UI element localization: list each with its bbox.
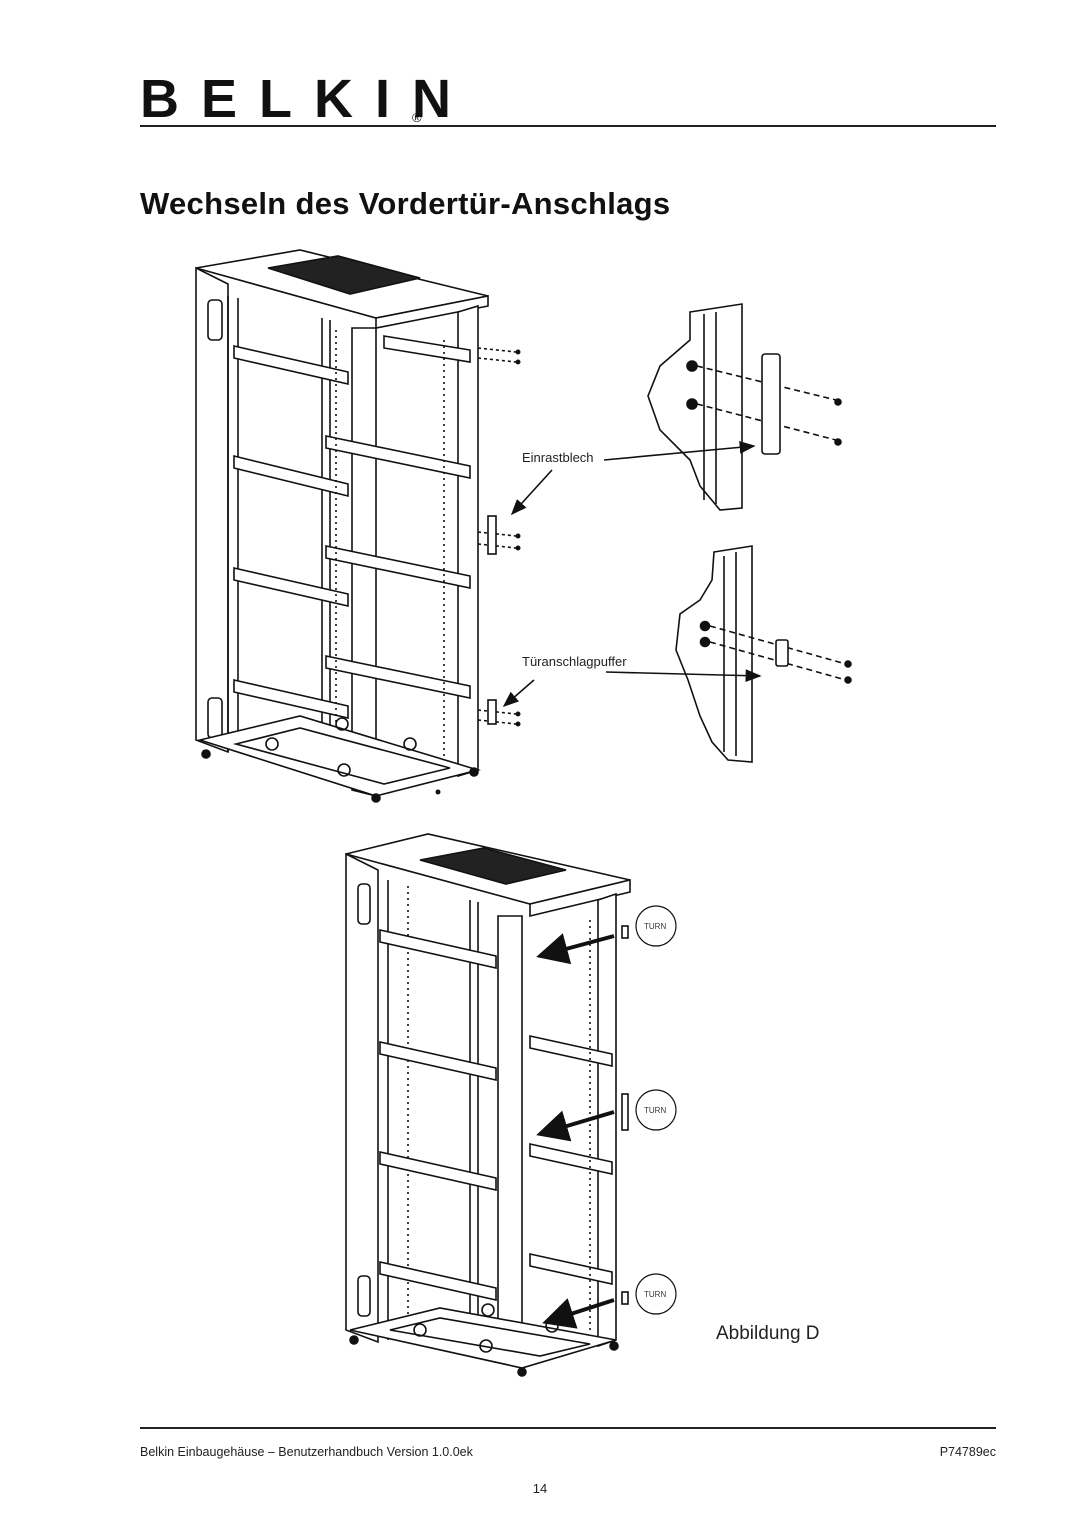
header-rule bbox=[140, 125, 996, 127]
footer-manual-text: Belkin Einbaugehäuse – Benutzerhandbuch … bbox=[140, 1445, 473, 1459]
callout-door-stop-buffer: Türanschlagpuffer bbox=[522, 654, 627, 669]
detail-door-stop-buffer bbox=[675, 545, 852, 763]
turn-label: TURN bbox=[644, 1290, 667, 1299]
turn-rotation-icon bbox=[635, 905, 677, 947]
rack-upper bbox=[195, 249, 521, 803]
registered-mark: ® bbox=[412, 110, 422, 125]
page-number: 14 bbox=[532, 1481, 548, 1496]
detail-latch-plate bbox=[647, 303, 842, 511]
turn-rotation-icon bbox=[635, 1089, 677, 1131]
figure-caption: Abbildung D bbox=[716, 1323, 820, 1344]
brand-logo: BELKIN bbox=[140, 69, 473, 129]
callout-latch-plate: Einrastblech bbox=[522, 450, 594, 465]
footer-part-number: P74789ec bbox=[939, 1445, 996, 1459]
page-title: Wechseln des Vordertür-Anschlags bbox=[140, 186, 671, 221]
rack-lower bbox=[345, 833, 631, 1377]
turn-label: TURN bbox=[644, 1106, 667, 1115]
turn-rotation-icon bbox=[635, 1273, 677, 1315]
turn-label: TURN bbox=[644, 922, 667, 931]
